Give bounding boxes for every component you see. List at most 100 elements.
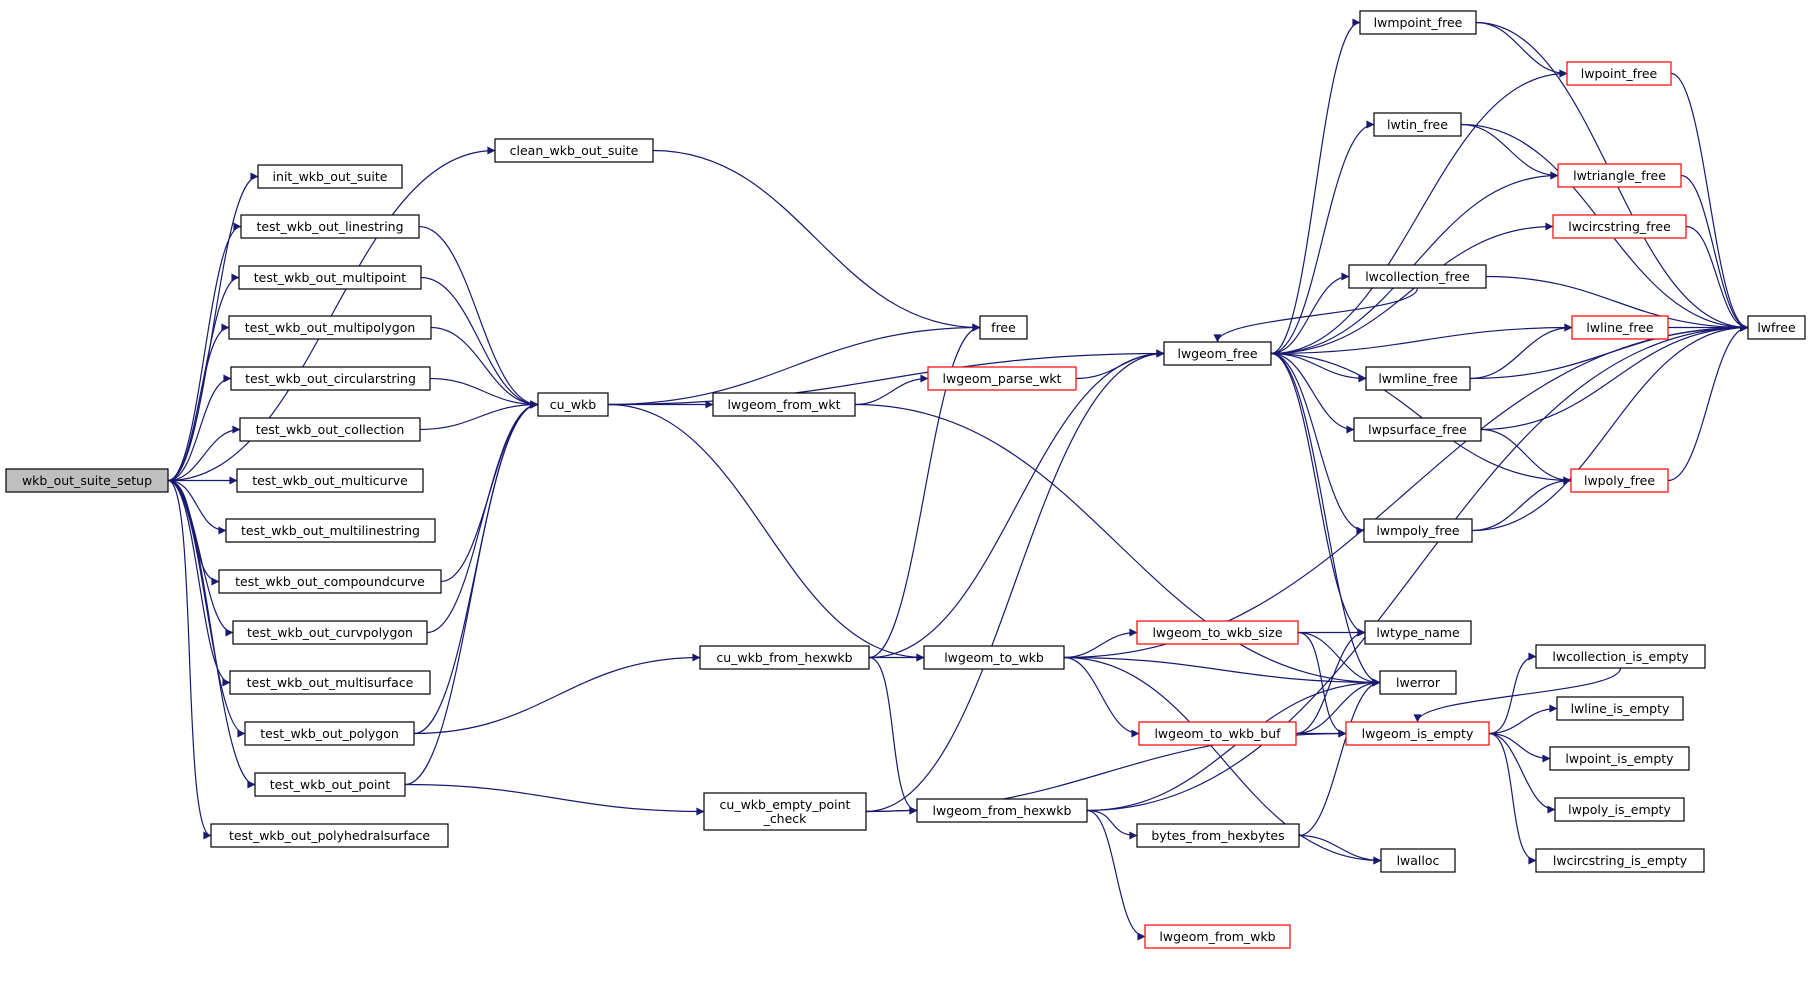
node-init-wkb-out-suite[interactable]: init_wkb_out_suite xyxy=(257,164,403,189)
edge-lwgeom_free-to-lwpsurface_free xyxy=(1270,352,1355,434)
node-box xyxy=(712,392,856,417)
node-lwpsurface-free[interactable]: lwpsurface_free xyxy=(1353,417,1482,442)
node-box xyxy=(1380,848,1456,873)
node-test-wkb-out-multipoint[interactable]: test_wkb_out_multipoint xyxy=(238,265,422,290)
edge-lwgeom_free-to-lwerror xyxy=(1270,352,1381,687)
node-lwline-free[interactable]: lwline_free xyxy=(1571,315,1669,340)
node-test-wkb-out-multilinestring[interactable]: test_wkb_out_multilinestring xyxy=(225,518,436,543)
node-cu-wkb-from-hexwkb[interactable]: cu_wkb_from_hexwkb xyxy=(699,645,870,670)
node-box xyxy=(236,468,424,493)
node-box xyxy=(537,392,609,417)
edge-wkb_out_suite_setup-to-test_wkb_out_multilinestring xyxy=(167,479,227,535)
node-box xyxy=(239,417,421,442)
edge-test_wkb_out_polygon-to-cu_wkb_from_hexwkb xyxy=(413,653,701,735)
node-lwgeom-free[interactable]: lwgeom_free xyxy=(1163,341,1272,366)
node-test-wkb-out-collection[interactable]: test_wkb_out_collection xyxy=(239,417,421,442)
edge-test_wkb_out_point-to-cu_wkb_empty_point_check xyxy=(404,783,705,816)
edge-lwgeom_from_hexwkb-to-lwgeom_from_wkb xyxy=(1086,809,1146,941)
edge-lwgeom_from_wkt-to-lwgeom_parse_wkt xyxy=(854,374,929,406)
node-label: lwgeom_to_wkb_buf xyxy=(1154,726,1281,741)
node-box xyxy=(1556,696,1684,721)
node-lwgeom-is-empty[interactable]: lwgeom_is_empty xyxy=(1345,721,1490,746)
node-lwmpoly-free[interactable]: lwmpoly_free xyxy=(1363,518,1473,543)
node-lwpoint-free[interactable]: lwpoint_free xyxy=(1566,61,1672,86)
node-lwcollection-free[interactable]: lwcollection_free xyxy=(1348,264,1487,289)
edge-lwgeom_free-to-lwline_free xyxy=(1270,323,1573,355)
node-lwline-is-empty[interactable]: lwline_is_empty xyxy=(1556,696,1684,721)
node-lwpoint-is-empty[interactable]: lwpoint_is_empty xyxy=(1549,746,1690,771)
node-lwpoly-free[interactable]: lwpoly_free xyxy=(1570,468,1669,493)
node-lwgeom-to-wkb-buf[interactable]: lwgeom_to_wkb_buf xyxy=(1138,721,1297,746)
edge-test_wkb_out_collection-to-cu_wkb xyxy=(419,400,539,431)
node-lwcircstring-is-empty[interactable]: lwcircstring_is_empty xyxy=(1535,848,1705,873)
node-lwtype-name[interactable]: lwtype_name xyxy=(1364,620,1472,645)
node-lwerror[interactable]: lwerror xyxy=(1379,670,1457,695)
node-label: lwtype_name xyxy=(1376,625,1460,640)
node-lwcollection-is-empty[interactable]: lwcollection_is_empty xyxy=(1535,644,1706,669)
node-test-wkb-out-compoundcurve[interactable]: test_wkb_out_compoundcurve xyxy=(218,569,442,594)
edge-lwcollection_free-to-lwfree xyxy=(1485,275,1749,332)
node-label: lwfree xyxy=(1757,320,1796,335)
node-lwpoly-is-empty[interactable]: lwpoly_is_empty xyxy=(1554,797,1685,822)
node-box xyxy=(5,468,169,493)
node-test-wkb-out-point[interactable]: test_wkb_out_point xyxy=(254,772,406,797)
node-box xyxy=(703,792,867,831)
node-lwtin-free[interactable]: lwtin_free xyxy=(1373,112,1462,137)
node-lwcircstring-free[interactable]: lwcircstring_free xyxy=(1552,214,1687,239)
node-lwmline-free[interactable]: lwmline_free xyxy=(1365,366,1471,391)
node-label: lwgeom_from_wkb xyxy=(1159,929,1275,944)
node-test-wkb-out-multisurface[interactable]: test_wkb_out_multisurface xyxy=(229,670,431,695)
node-box xyxy=(1345,721,1490,746)
node-lwgeom-to-wkb[interactable]: lwgeom_to_wkb xyxy=(923,645,1065,670)
edge-lwgeom_to_wkb_size-to-lwgeom_is_empty xyxy=(1297,631,1347,738)
node-clean-wkb-out-suite[interactable]: clean_wkb_out_suite xyxy=(494,138,654,163)
node-label: test_wkb_out_multisurface xyxy=(247,675,414,690)
node-lwalloc[interactable]: lwalloc xyxy=(1380,848,1456,873)
node-box xyxy=(1566,61,1672,86)
node-lwgeom-from-wkb[interactable]: lwgeom_from_wkb xyxy=(1144,924,1291,949)
node-wkb-out-suite-setup[interactable]: wkb_out_suite_setup xyxy=(5,468,169,493)
node-test-wkb-out-polygon[interactable]: test_wkb_out_polygon xyxy=(244,721,415,746)
node-box xyxy=(1554,797,1685,822)
node-free[interactable]: free xyxy=(979,315,1028,340)
node-box xyxy=(257,164,403,189)
edge-lwgeom_to_wkb-to-lwgeom_to_wkb_size xyxy=(1063,628,1138,659)
edge-cu_wkb-to-free xyxy=(607,323,981,406)
node-box xyxy=(1549,746,1690,771)
node-box xyxy=(230,366,431,391)
node-lwtriangle-free[interactable]: lwtriangle_free xyxy=(1557,163,1682,188)
node-test-wkb-out-multicurve[interactable]: test_wkb_out_multicurve xyxy=(236,468,424,493)
node-test-wkb-out-circularstring[interactable]: test_wkb_out_circularstring xyxy=(230,366,431,391)
edge-wkb_out_suite_setup-to-test_wkb_out_point xyxy=(167,479,256,789)
node-label: test_wkb_out_multilinestring xyxy=(241,523,420,538)
node-label: cu_wkb_from_hexwkb xyxy=(716,650,852,665)
node-label: wkb_out_suite_setup xyxy=(22,473,152,488)
node-box xyxy=(1535,644,1706,669)
node-label: lwgeom_parse_wkt xyxy=(943,371,1062,386)
node-box xyxy=(494,138,654,163)
node-label: cu_wkb_empty_point xyxy=(720,797,851,812)
node-label: lwmline_free xyxy=(1378,371,1458,386)
node-lwgeom-from-hexwkb[interactable]: lwgeom_from_hexwkb xyxy=(916,798,1088,823)
node-label: test_wkb_out_curvpolygon xyxy=(247,625,413,640)
node-lwmpoint-free[interactable]: lwmpoint_free xyxy=(1359,10,1477,35)
node-lwgeom-from-wkt[interactable]: lwgeom_from_wkt xyxy=(712,392,856,417)
node-test-wkb-out-multipolygon[interactable]: test_wkb_out_multipolygon xyxy=(228,315,432,340)
node-bytes-from-hexbytes[interactable]: bytes_from_hexbytes xyxy=(1136,823,1300,848)
node-lwfree[interactable]: lwfree xyxy=(1747,315,1806,340)
node-box xyxy=(1570,468,1669,493)
node-cu-wkb-empty-point-check[interactable]: cu_wkb_empty_point_check xyxy=(703,792,867,831)
node-label: lwgeom_free xyxy=(1177,346,1257,361)
edge-lwgeom_is_empty-to-lwline_is_empty xyxy=(1488,704,1558,735)
node-label: test_wkb_out_multipolygon xyxy=(245,320,416,335)
node-test-wkb-out-linestring[interactable]: test_wkb_out_linestring xyxy=(240,214,420,239)
node-test-wkb-out-curvpolygon[interactable]: test_wkb_out_curvpolygon xyxy=(232,620,428,645)
node-box xyxy=(1552,214,1687,239)
node-lwgeom-to-wkb-size[interactable]: lwgeom_to_wkb_size xyxy=(1136,620,1299,645)
node-lwgeom-parse-wkt[interactable]: lwgeom_parse_wkt xyxy=(927,366,1077,391)
node-box xyxy=(1557,163,1682,188)
edge-lwpsurface_free-to-lwfree xyxy=(1480,323,1749,431)
node-test-wkb-out-polyhedralsurface[interactable]: test_wkb_out_polyhedralsurface xyxy=(210,823,449,848)
edge-lwgeom_is_empty-to-lwpoly_is_empty xyxy=(1488,732,1556,814)
node-cu-wkb[interactable]: cu_wkb xyxy=(537,392,609,417)
